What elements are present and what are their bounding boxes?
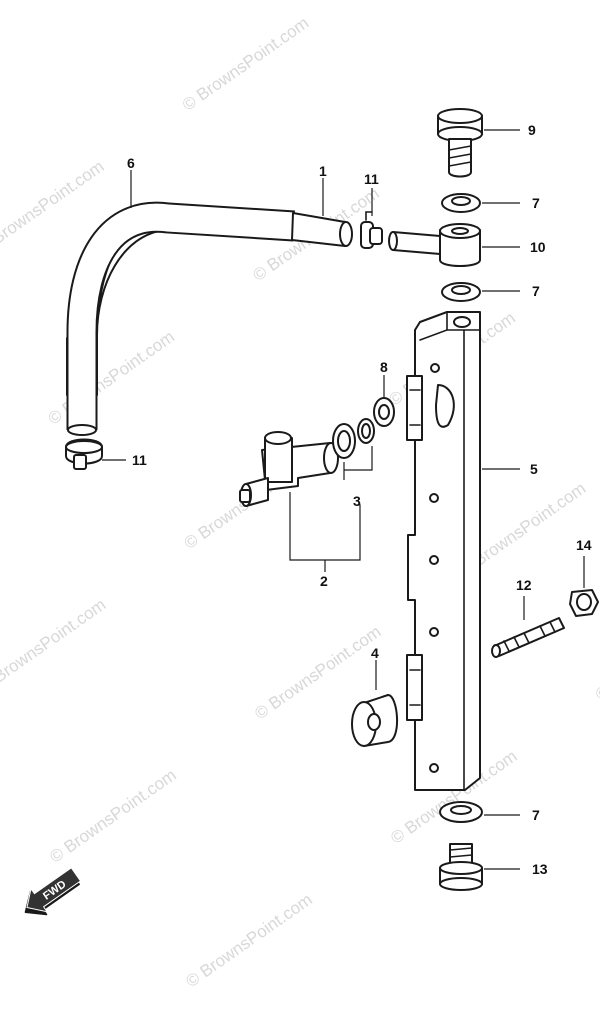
part-8-o-ring bbox=[373, 397, 395, 427]
callout-14: 14 bbox=[576, 537, 592, 553]
part-4-cushion bbox=[351, 694, 399, 747]
part-14-nut bbox=[569, 589, 599, 617]
callout-10: 10 bbox=[530, 239, 546, 255]
part-13-plug-bolt bbox=[439, 843, 483, 891]
callout-6: 6 bbox=[127, 155, 135, 171]
part-11-lower-clip bbox=[65, 438, 103, 470]
part-5-fuel-rail bbox=[406, 311, 481, 791]
callout-1: 1 bbox=[319, 163, 327, 179]
callout-4: 4 bbox=[371, 645, 379, 661]
watermark-text: © BrownsPoint.com bbox=[46, 765, 179, 866]
part-7-washer-middle bbox=[441, 282, 481, 302]
callout-7-top: 7 bbox=[532, 195, 540, 211]
part-11-upper-clip bbox=[360, 211, 383, 249]
callout-8: 8 bbox=[380, 359, 388, 375]
watermark-layer: © BrownsPoint.com © BrownsPoint.com © Br… bbox=[0, 13, 600, 991]
part-3-o-rings bbox=[332, 418, 375, 459]
part-9-banjo-bolt bbox=[437, 108, 483, 178]
part-2-fitting bbox=[239, 431, 339, 507]
callout-3: 3 bbox=[353, 493, 361, 509]
part-12-stud bbox=[491, 617, 565, 658]
part-6-fuel-hose bbox=[66, 201, 297, 436]
callout-5: 5 bbox=[530, 461, 538, 477]
callout-9: 9 bbox=[528, 122, 536, 138]
watermark-text: © BrownsPoint.com bbox=[45, 327, 178, 428]
part-7-washer-top bbox=[441, 193, 481, 213]
callout-7-middle: 7 bbox=[532, 283, 540, 299]
callout-12: 12 bbox=[516, 577, 532, 593]
watermark-text: © BrownsPoint.com bbox=[179, 13, 312, 114]
callout-labels: 1 2 3 4 5 6 7 7 7 8 9 10 11 11 12 13 14 bbox=[127, 122, 592, 877]
watermark-text: © BrownsPoint.com bbox=[592, 603, 600, 704]
callout-11-upper: 11 bbox=[364, 171, 379, 187]
part-7-washer-bottom bbox=[439, 801, 483, 823]
leader-lines bbox=[102, 129, 585, 870]
watermark-text: © BrownsPoint.com bbox=[182, 890, 315, 991]
part-1-short-hose bbox=[291, 212, 353, 247]
watermark-text: © BrownsPoint.com bbox=[0, 595, 109, 696]
fwd-direction-badge: FWD bbox=[24, 867, 82, 916]
callout-7-bottom: 7 bbox=[532, 807, 540, 823]
part-10-banjo-fitting bbox=[388, 223, 481, 267]
callout-2: 2 bbox=[320, 573, 328, 589]
callout-13: 13 bbox=[532, 861, 548, 877]
callout-11-lower: 11 bbox=[132, 452, 147, 468]
